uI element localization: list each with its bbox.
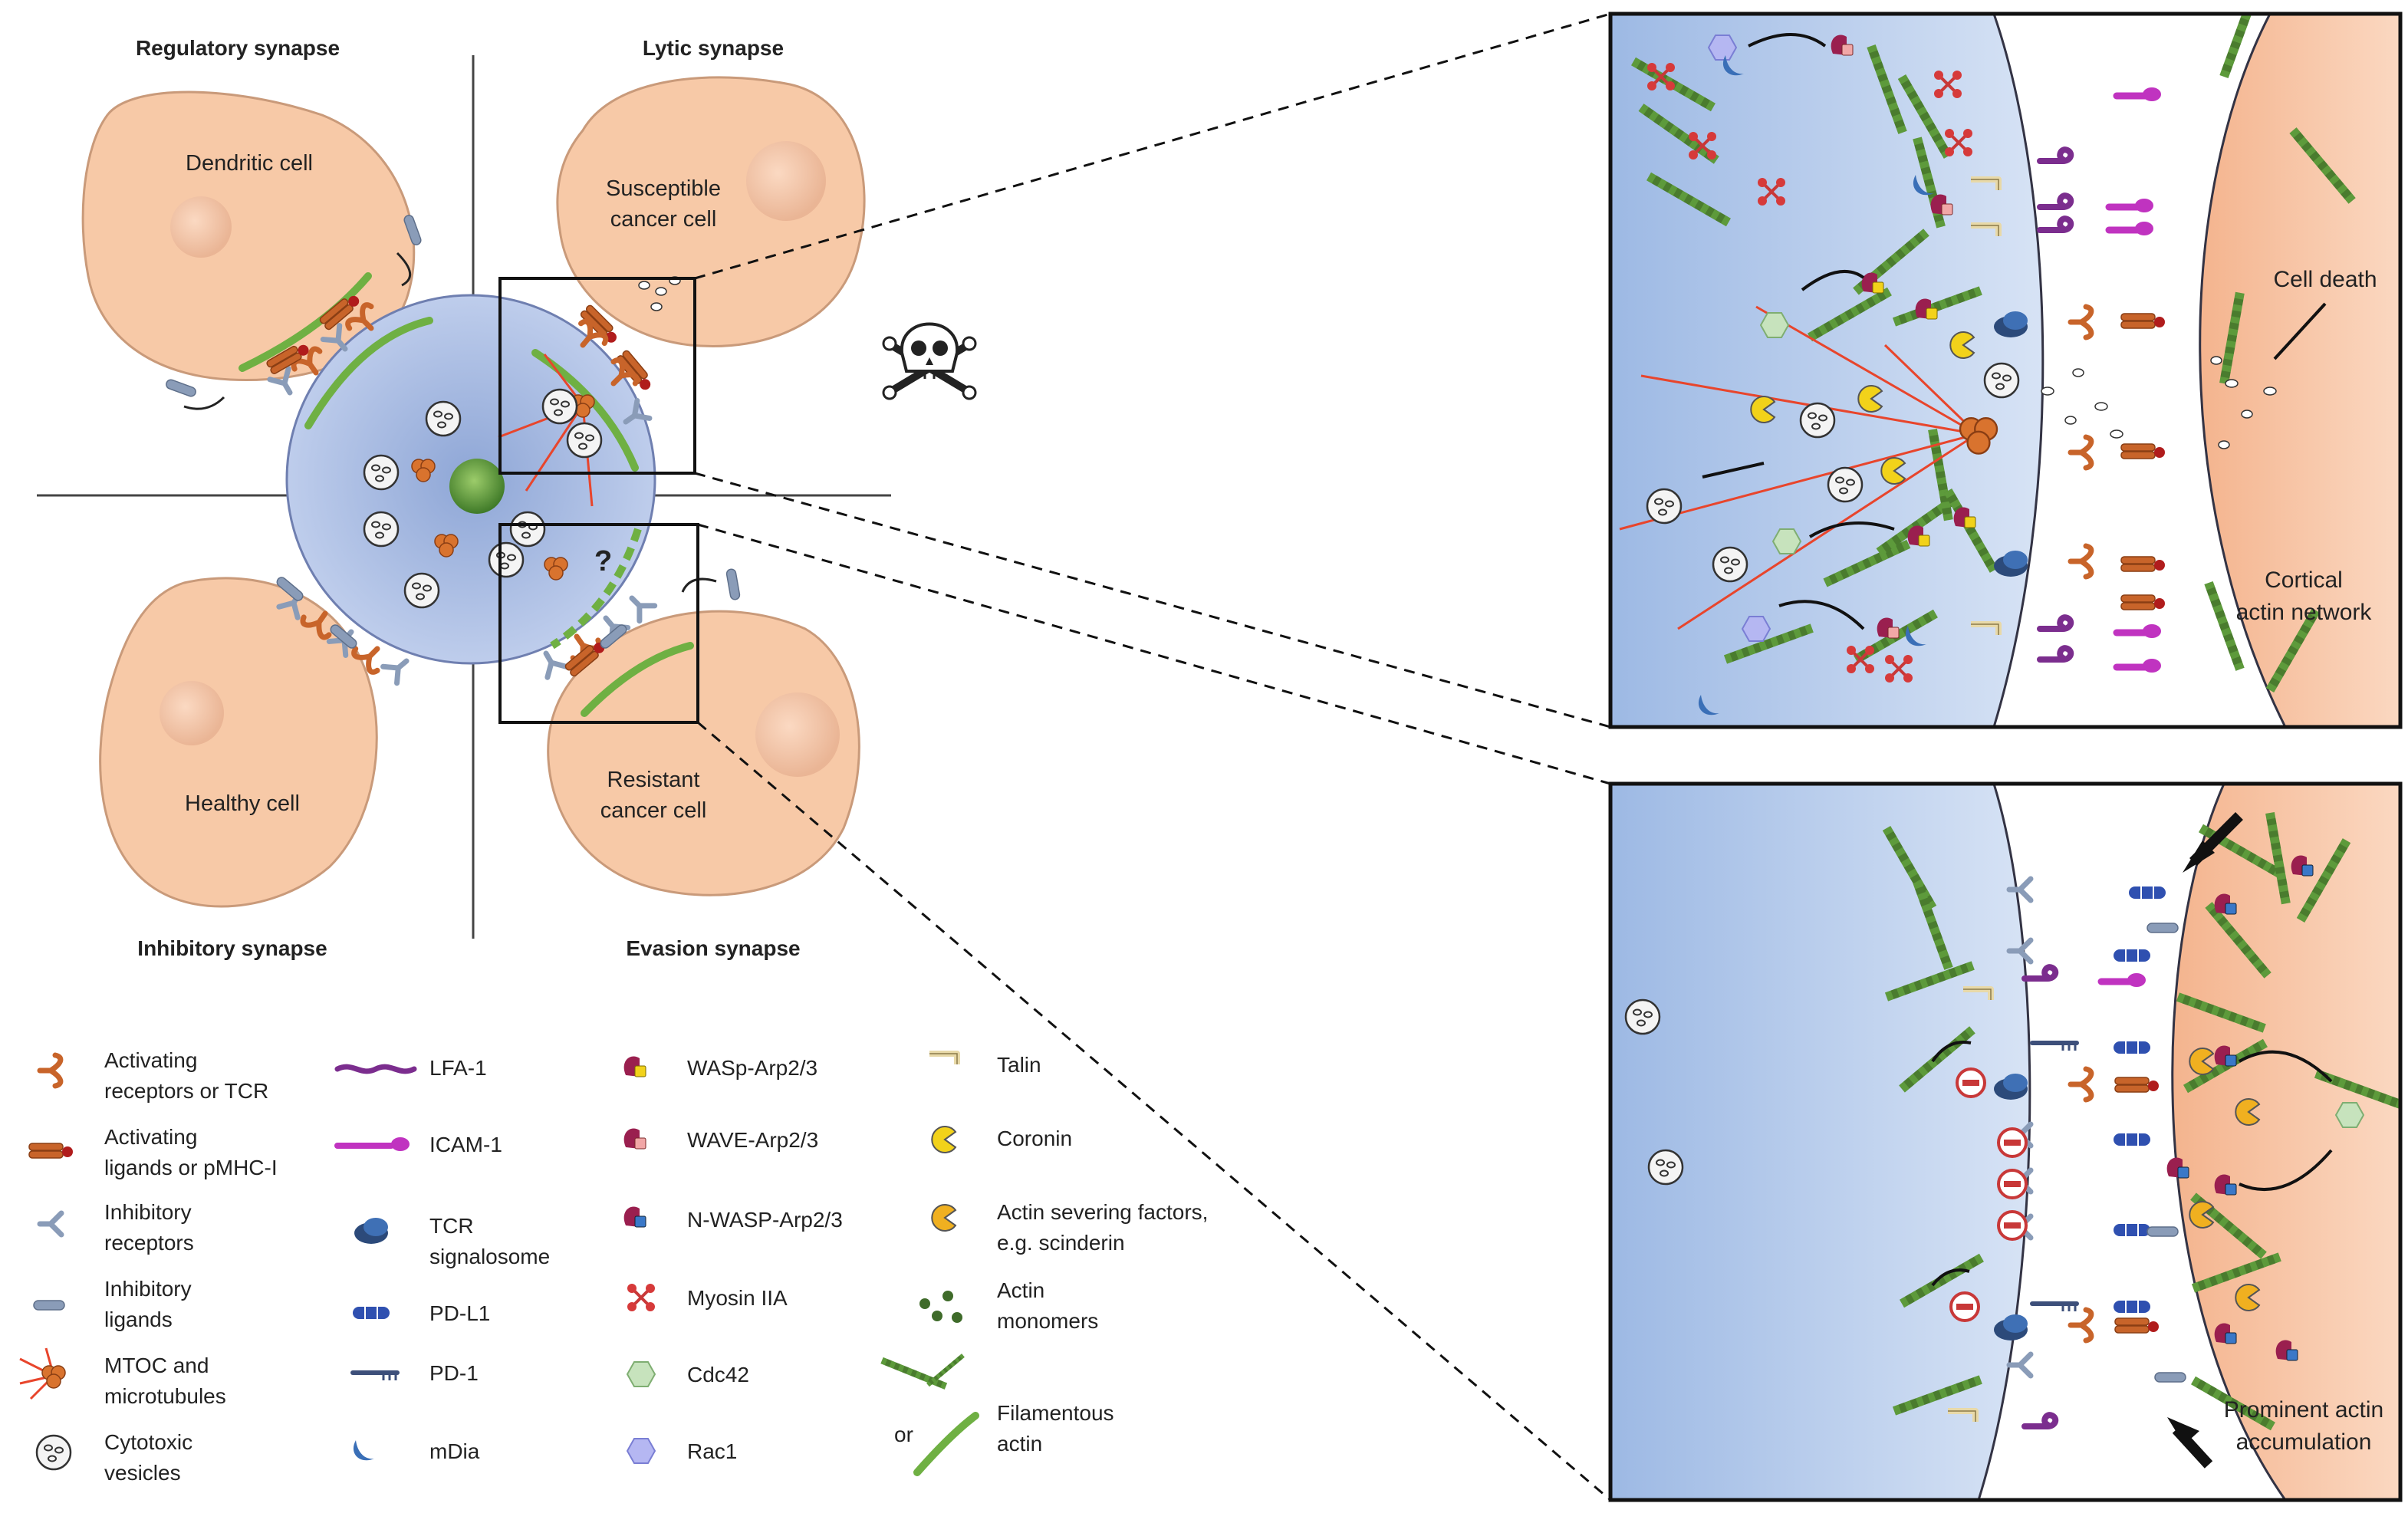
regulatory-receptors (164, 213, 423, 410)
nk-nucleus (449, 459, 505, 514)
cell-death-label: Cell death (2273, 267, 2377, 292)
legend-col1-4-l2: microtubules (104, 1384, 226, 1408)
susceptible-label-1: Susceptible (606, 176, 721, 201)
legend-col3-1: WAVE-Arp2/3 (687, 1128, 818, 1152)
legend-col1-2-l2: receptors (104, 1231, 194, 1255)
vesicle (363, 454, 400, 491)
legend-col3-2: N-WASP-Arp2/3 (687, 1208, 843, 1232)
legend-col4-0: Talin (997, 1053, 1041, 1077)
dendritic-actin (238, 272, 372, 372)
evasion-receptors (537, 567, 742, 677)
legend-col3-3: Myosin IIA (687, 1286, 788, 1310)
inhibitory-synapse-title: Inhibitory synapse (137, 936, 327, 960)
synapse-overview: Regulatory synapse Lytic synapse Inhibit… (37, 12, 1611, 1502)
legend-col2-2-l1: TCR (429, 1214, 474, 1238)
evasion-detail-panel: Prominent actin accumulation (1608, 781, 2403, 1502)
legend-col4-4-l1: Filamentous (997, 1401, 1114, 1425)
legend-col3-5: Rac1 (687, 1439, 737, 1463)
legend-col1-3-l1: Inhibitory (104, 1277, 192, 1301)
prominent-label-2: accumulation (2236, 1429, 2372, 1455)
legend-col1-5-l1: Cytotoxic (104, 1430, 192, 1454)
skull-icon (882, 322, 977, 400)
vesicle (425, 400, 462, 437)
healthy-cell: Healthy cell (99, 577, 378, 908)
susceptible-label-2: cancer cell (610, 207, 717, 232)
legend-col1-0-l1: Activating (104, 1048, 197, 1072)
lytic-detail-panel: Cell death Cortical actin network (1608, 12, 2403, 729)
vesicle (509, 511, 546, 548)
legend-col4-2-l1: Actin severing factors, (997, 1200, 1208, 1224)
legend: Activating receptors or TCR Activating l… (19, 1048, 1208, 1485)
lytic-synapse-title: Lytic synapse (643, 36, 784, 60)
legend-col2-5: mDia (429, 1439, 480, 1463)
dendritic-cell-label: Dendritic cell (186, 151, 313, 176)
cortical-label-2: actin network (2236, 600, 2373, 625)
resistant-cancer-cell: Resistant cancer cell (547, 610, 860, 896)
legend-col1-1-l2: ligands or pMHC-I (104, 1156, 278, 1179)
prominent-label-1: Prominent actin (2224, 1397, 2383, 1423)
evasion-zoom-box (498, 523, 699, 724)
resistant-label-2: cancer cell (600, 798, 707, 823)
legend-col1-1-l1: Activating (104, 1125, 197, 1149)
resistant-label-1: Resistant (607, 768, 700, 792)
legend-col2-2-l2: signalosome (429, 1245, 550, 1268)
legend-col2-0: LFA-1 (429, 1056, 487, 1080)
lytic-zoom-box (498, 277, 696, 475)
legend-col3-4: Cdc42 (687, 1363, 749, 1386)
dendritic-cell: Dendritic cell (81, 90, 416, 382)
nk-actin-evasion (550, 528, 642, 650)
resistant-actin (581, 642, 694, 717)
legend-col1-3-l2: ligands (104, 1308, 173, 1331)
healthy-cell-label: Healthy cell (185, 791, 300, 816)
legend-col4-3-l1: Actin (997, 1278, 1044, 1302)
vesicle (566, 422, 603, 459)
evasion-synapse-title: Evasion synapse (626, 936, 800, 960)
legend-col1-0-l2: receptors or TCR (104, 1079, 268, 1103)
regulatory-synapse-title: Regulatory synapse (136, 36, 340, 60)
legend-col4-1: Coronin (997, 1127, 1072, 1150)
legend-col2-4: PD-1 (429, 1361, 479, 1385)
legend-col2-1: ICAM-1 (429, 1133, 502, 1156)
legend-col3-0: WASp-Arp2/3 (687, 1056, 817, 1080)
vesicle (541, 388, 578, 425)
susceptible-cancer-cell: Susceptible cancer cell (556, 76, 866, 347)
legend-col1-2-l1: Inhibitory (104, 1200, 192, 1224)
vesicle (488, 541, 525, 578)
legend-col4-2-l2: e.g. scinderin (997, 1231, 1125, 1255)
legend-col1-5-l2: vesicles (104, 1461, 181, 1485)
cortical-label-1: Cortical (2265, 567, 2343, 593)
legend-col4-4-l2: actin (997, 1432, 1042, 1456)
legend-or: or (894, 1423, 913, 1446)
vesicle (363, 511, 400, 548)
vesicle (403, 572, 440, 609)
legend-col2-3: PD-L1 (429, 1301, 490, 1325)
nk-cell: ? (285, 294, 656, 665)
legend-col4-3-l2: monomers (997, 1309, 1098, 1333)
question-mark: ? (594, 545, 612, 577)
nk-actin-regulatory (304, 317, 433, 429)
legend-col1-4-l1: MTOC and (104, 1354, 209, 1377)
